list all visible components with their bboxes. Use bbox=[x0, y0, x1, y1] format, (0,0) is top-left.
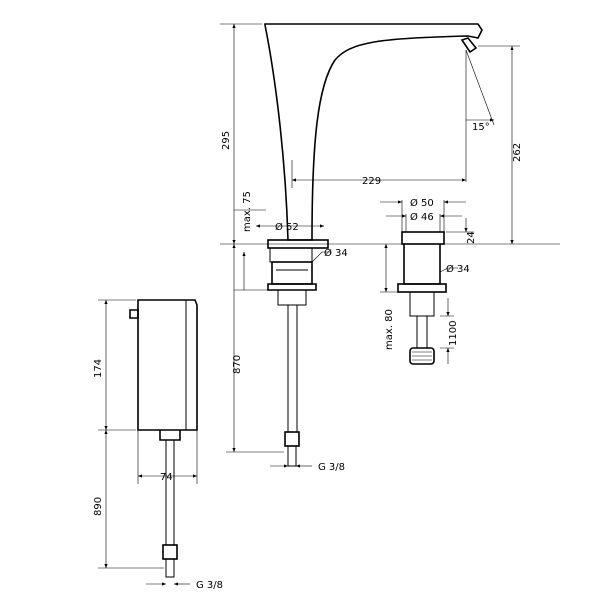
dim-max80: max. 80 bbox=[384, 309, 395, 350]
dim-262: 262 bbox=[512, 143, 523, 162]
dim-d50: Ø 50 bbox=[410, 197, 434, 209]
dim-g38-faucet: G 3/8 bbox=[318, 462, 345, 473]
dim-max75: max. 75 bbox=[242, 191, 253, 232]
dim-d52: Ø 52 bbox=[275, 221, 299, 233]
dim-g38-box: G 3/8 bbox=[196, 580, 223, 591]
dim-15deg: 15° bbox=[472, 122, 490, 133]
dim-74: 74 bbox=[160, 472, 173, 483]
dim-d34-left: Ø 34 bbox=[324, 247, 348, 259]
power-box bbox=[129, 299, 198, 578]
dimension-lines bbox=[98, 23, 560, 586]
dim-174: 174 bbox=[93, 359, 104, 378]
drain-fitting bbox=[397, 231, 447, 365]
dim-24: 24 bbox=[466, 231, 477, 244]
faucet-body bbox=[264, 23, 483, 467]
dim-890: 890 bbox=[93, 497, 104, 516]
dim-d34-right: Ø 34 bbox=[446, 263, 470, 275]
dim-295: 295 bbox=[221, 131, 232, 150]
dim-1100: 1100 bbox=[448, 321, 459, 346]
dim-229: 229 bbox=[362, 176, 381, 187]
dim-870: 870 bbox=[232, 355, 243, 374]
dim-d46: Ø 46 bbox=[410, 211, 434, 223]
